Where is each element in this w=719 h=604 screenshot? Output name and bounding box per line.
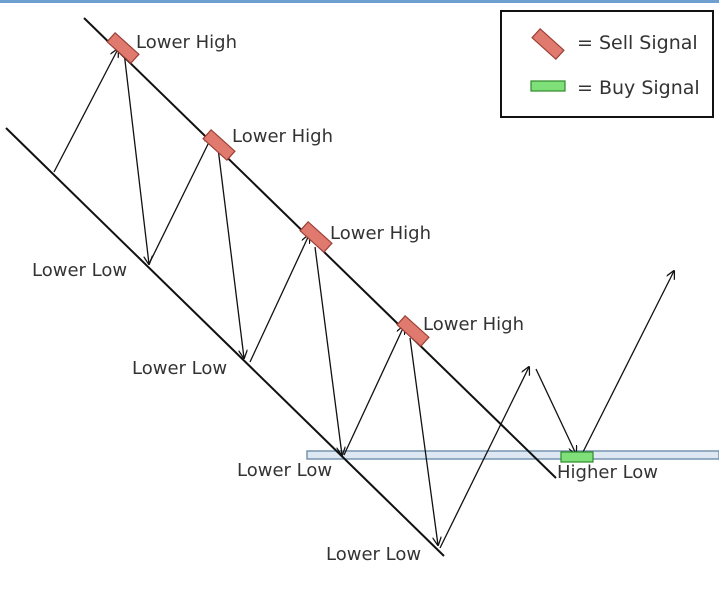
label-lower-low-4: Lower Low <box>326 544 421 565</box>
price-leg <box>409 337 438 545</box>
price-leg <box>123 51 149 264</box>
price-leg <box>535 368 576 454</box>
legend-box <box>500 10 714 118</box>
label-lower-low-1: Lower Low <box>32 260 127 281</box>
price-path <box>53 49 674 549</box>
label-lower-low-2: Lower Low <box>132 358 227 379</box>
price-leg <box>249 235 309 363</box>
legend-sell-swatch <box>531 27 565 61</box>
sell-signals <box>106 31 430 348</box>
price-leg <box>148 136 212 265</box>
label-higher-low: Higher Low <box>557 462 658 483</box>
buy-signal-marker <box>560 451 594 463</box>
legend: = Sell Signal = Buy Signal <box>500 10 714 118</box>
sell-signal-marker <box>299 220 333 254</box>
legend-sell-label: = Sell Signal <box>577 32 698 54</box>
price-leg <box>217 147 244 358</box>
price-leg <box>53 49 118 173</box>
legend-buy-label: = Buy Signal <box>577 77 700 99</box>
price-leg <box>343 326 404 456</box>
support-zone <box>306 450 719 460</box>
label-lower-high-2: Lower High <box>232 126 333 147</box>
label-lower-high-4: Lower High <box>423 314 524 335</box>
price-leg <box>579 271 674 459</box>
sell-signal-marker <box>202 128 236 162</box>
legend-buy-swatch <box>530 80 566 92</box>
label-lower-low-3: Lower Low <box>237 460 332 481</box>
sell-signal-marker <box>106 31 140 65</box>
label-lower-high-1: Lower High <box>136 32 237 53</box>
lower-channel-line <box>5 127 445 557</box>
label-lower-high-3: Lower High <box>330 223 431 244</box>
price-leg <box>314 246 342 455</box>
price-leg <box>439 367 529 549</box>
sell-signal-marker <box>396 314 430 348</box>
